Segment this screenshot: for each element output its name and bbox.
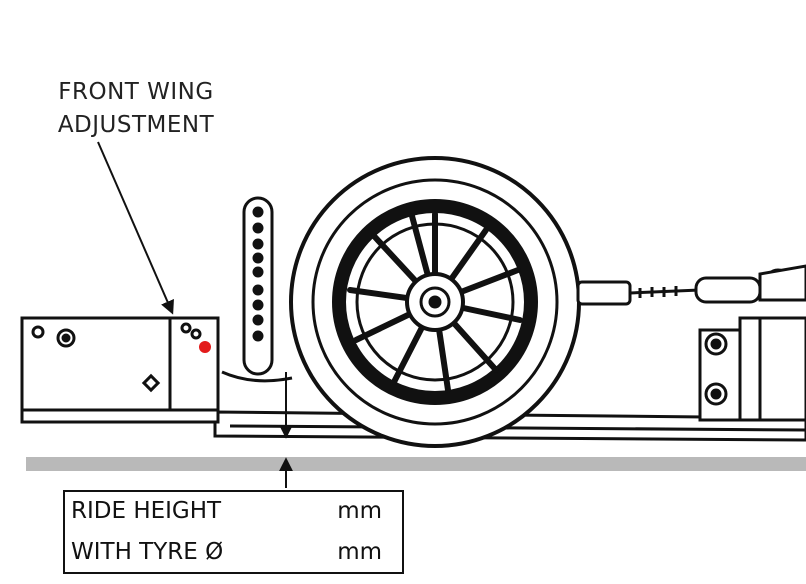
table-row-ride-height: RIDE HEIGHT mm bbox=[65, 492, 402, 532]
adjustment-post bbox=[221, 196, 293, 383]
front-wheel bbox=[289, 156, 581, 448]
front-bumper-block bbox=[20, 316, 220, 424]
callout-arrow bbox=[97, 141, 174, 315]
tyre-diameter-unit: mm bbox=[337, 539, 382, 565]
table-row-tyre-diameter: WITH TYRE Ø mm bbox=[65, 533, 402, 573]
callout-line-1: FRONT WING bbox=[58, 79, 214, 105]
wing-adjustment-marker bbox=[199, 341, 211, 353]
ride-height-table: RIDE HEIGHT mm WITH TYRE Ø mm bbox=[63, 490, 404, 574]
suspension-mount bbox=[698, 316, 806, 422]
tyre-diameter-label: WITH TYRE Ø bbox=[71, 539, 224, 565]
front-wing-adjustment-label: FRONT WING ADJUSTMENT bbox=[26, 76, 246, 142]
steering-linkage bbox=[576, 264, 806, 306]
ride-height-label: RIDE HEIGHT bbox=[71, 498, 222, 524]
ground-line bbox=[26, 457, 806, 471]
ride-height-unit: mm bbox=[337, 498, 382, 524]
callout-line-2: ADJUSTMENT bbox=[57, 112, 215, 138]
